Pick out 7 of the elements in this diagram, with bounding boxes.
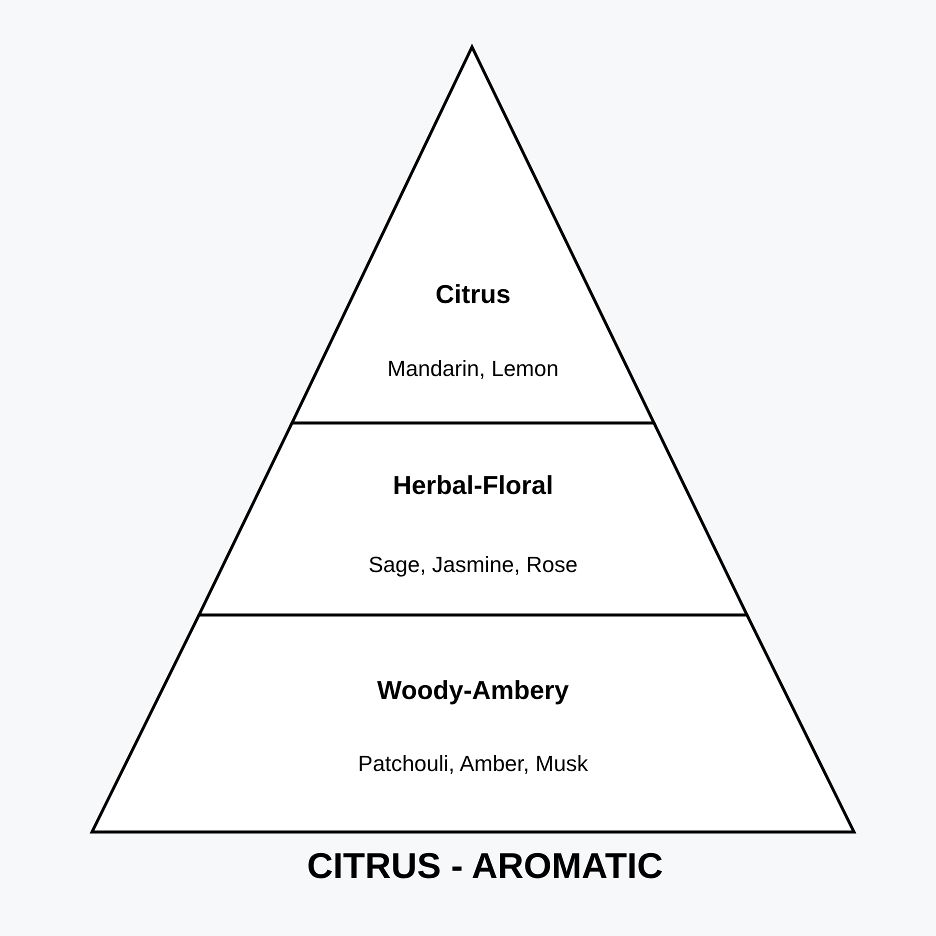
tier-heading: Woody-Ambery (377, 677, 569, 703)
caption: CITRUS - AROMATIC (307, 848, 663, 884)
tier-heading: Herbal-Floral (392, 472, 554, 498)
tier-notes: Patchouli, Amber, Musk (358, 753, 588, 775)
tier-notes: Mandarin, Lemon (387, 358, 559, 380)
tier-heading: Citrus (435, 281, 511, 307)
tier-notes: Sage, Jasmine, Rose (368, 554, 578, 576)
